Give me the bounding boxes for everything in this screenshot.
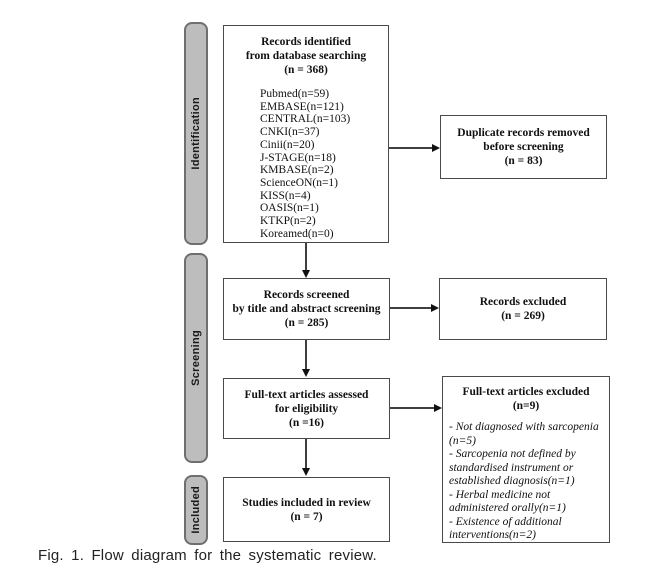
text-line: Full-text articles assessed (244, 388, 369, 401)
stage-bar-screening: Screening (184, 253, 208, 463)
text-line: - Sarcopenia not defined by standardised… (449, 448, 576, 487)
stage-bar-identification: Identification (184, 22, 208, 245)
arrow-identified-to-duplicates-line (389, 147, 433, 149)
text-line: KMBASE(n=2) (260, 164, 334, 177)
text-line: (n=9) (512, 400, 540, 412)
arrow-screened-to-fulltext-line (305, 340, 307, 371)
database-list: Pubmed(n=59)EMBASE(n=121)CENTRAL(n=103)C… (224, 88, 388, 240)
text-line: from database searching (245, 50, 367, 62)
text-line: (n = 368) (284, 64, 328, 76)
records-screened-text: Records screened by title and abstract sc… (232, 288, 380, 330)
text-line: Cinii(n=20) (260, 138, 315, 151)
text-line: (n = 83) (504, 155, 543, 167)
arrow-fulltext-to-included-head-icon (301, 468, 310, 476)
text-line: for eligibility (274, 402, 339, 415)
text-line: - Existence of additional interventions(… (449, 515, 562, 542)
text-line: (n = 7) (290, 510, 323, 523)
duplicates-removed-text: Duplicate records removed before screenin… (457, 126, 589, 168)
text-line: Koreamed(n=0) (260, 227, 334, 240)
text-line: Records identified (261, 36, 351, 48)
text-line: Pubmed(n=59) (260, 88, 330, 100)
box-studies-included: Studies included in review(n = 7) (223, 477, 390, 542)
arrow-identified-to-screened-line (305, 243, 307, 271)
stage-label-identification: Identification (190, 97, 202, 170)
arrow-screened-to-fulltext-head-icon (301, 369, 310, 377)
arrow-fulltext-to-ftexcluded-line (390, 407, 435, 409)
text-line: KISS(n=4) (260, 189, 311, 202)
text-line: CENTRAL(n=103) (260, 113, 351, 126)
records-identified-title: Records identified from database searchin… (224, 35, 388, 77)
text-line: KTKP(n=2) (260, 215, 316, 228)
box-fulltext-excluded: Full-text articles excluded (n=9) - Not d… (442, 376, 610, 543)
text-line: Studies included in review (242, 496, 371, 509)
stage-bar-included: Included (184, 475, 208, 545)
text-line: EMBASE(n=121) (260, 100, 344, 113)
text-line: (n =16) (289, 416, 324, 429)
text-line: before screening (483, 141, 564, 153)
arrow-screened-to-excluded-head-icon (431, 303, 439, 312)
stage-label-included: Included (190, 486, 202, 534)
box-records-screened: Records screened by title and abstract sc… (223, 278, 390, 340)
arrow-fulltext-to-included-line (305, 439, 307, 470)
stage-label-screening: Screening (190, 330, 202, 386)
text-line: OASIS(n=1) (260, 202, 319, 215)
text-line: - Herbal medicine not administered orall… (449, 488, 566, 515)
exclusion-reason-list: - Not diagnosed with sarcopenia (n=5)- S… (443, 421, 609, 543)
text-line: - Not diagnosed with sarcopenia (n=5) (449, 421, 599, 447)
studies-included-text: Studies included in review(n = 7) (242, 496, 371, 524)
arrow-identified-to-screened-head-icon (301, 270, 310, 278)
records-excluded-text: Records excluded (n = 269) (480, 295, 567, 323)
arrow-identified-to-duplicates-head-icon (432, 143, 440, 152)
figure-caption: Fig. 1. Flow diagram for the systematic … (38, 547, 377, 564)
text-line: Duplicate records removed (457, 127, 590, 139)
arrow-fulltext-to-ftexcluded-head-icon (434, 403, 442, 412)
box-records-excluded: Records excluded (n = 269) (439, 278, 607, 340)
text-line: by title and abstract screening (232, 303, 381, 315)
text-line: Records excluded (479, 296, 567, 308)
arrow-screened-to-excluded-line (390, 307, 432, 309)
box-records-identified: Records identified from database searchin… (223, 25, 389, 243)
text-line: (n = 285) (284, 317, 329, 329)
text-line: Records screened (263, 289, 350, 301)
text-line: Full-text articles excluded (462, 386, 590, 398)
box-duplicates-removed: Duplicate records removed before screenin… (440, 115, 607, 179)
text-line: CNKI(n=37) (260, 126, 320, 139)
fulltext-excluded-title: Full-text articles excluded (n=9) (443, 385, 609, 413)
text-line: ScienceON(n=1) (260, 176, 339, 189)
text-line: (n = 269) (501, 310, 545, 322)
text-line: J-STAGE(n=18) (260, 151, 336, 164)
